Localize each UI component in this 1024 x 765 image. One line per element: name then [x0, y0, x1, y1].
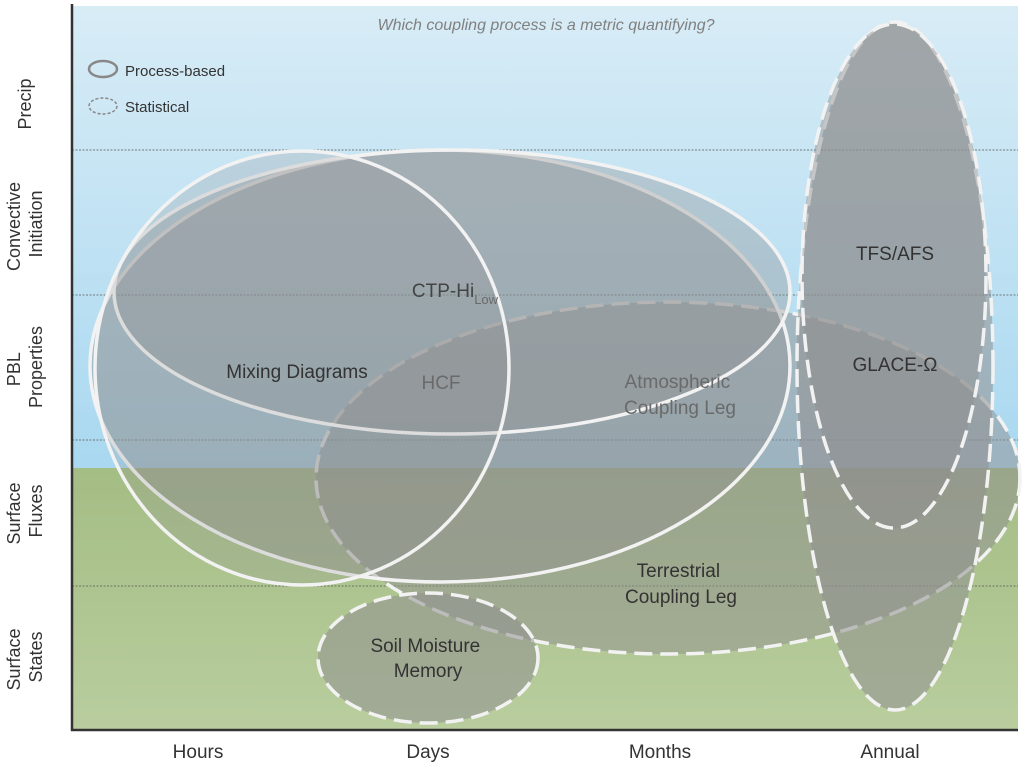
y-label-states-line2: States — [26, 631, 46, 682]
y-label-states-line1: Surface — [4, 628, 24, 690]
y-label-precip-line1: Precip — [15, 78, 35, 129]
y-label-surface-fluxes: Surface Fluxes — [4, 477, 46, 544]
legend-statistical-label: Statistical — [125, 99, 189, 116]
atmospheric-coupling-leg-label: Atmospheric Coupling Leg — [624, 372, 736, 419]
ctp-hilow-region — [112, 148, 792, 436]
soil-moisture-memory-region — [316, 591, 540, 725]
soil-moisture-memory-label: Soil Moisture Memory — [370, 636, 485, 682]
y-label-pbl-line1: PBL — [4, 352, 24, 386]
mixing-diagrams-label: Mixing Diagrams — [226, 362, 367, 383]
glace-omega-label: GLACE-Ω — [853, 355, 938, 376]
ctp-hilow-label: CTP-HiLow — [412, 281, 499, 307]
ctp-hilow-label-subscript: Low — [474, 292, 498, 307]
soil-label-line1: Soil Moisture — [370, 636, 480, 657]
atmospheric-label-line1: Atmospheric — [625, 372, 731, 393]
glace-omega-region — [795, 20, 995, 712]
diagram-title: Which coupling process is a metric quant… — [377, 17, 714, 34]
ctp-hilow-label-base: CTP-Hi — [412, 281, 474, 302]
x-label-annual: Annual — [860, 742, 919, 763]
x-label-days: Days — [406, 742, 449, 763]
metric-regions — [88, 20, 1022, 725]
tfs-afs-region — [800, 22, 988, 530]
x-axis-labels: Hours Days Months Annual — [173, 742, 920, 763]
x-label-hours: Hours — [173, 742, 224, 763]
legend-process-symbol — [87, 59, 119, 79]
legend-statistical-symbol — [88, 97, 118, 115]
y-label-surface-states: Surface States — [4, 623, 46, 690]
hcf-label: HCF — [421, 373, 460, 394]
y-label-convective-initiation: Convective Initiation — [4, 177, 46, 271]
y-label-convective-line1: Convective — [4, 182, 24, 271]
y-label-precip: Precip — [15, 78, 35, 129]
atmospheric-label-line2: Coupling Leg — [624, 398, 736, 419]
terrestrial-label-line2: Coupling Leg — [625, 587, 737, 608]
y-axis-labels: Precip Convective Initiation PBL Propert… — [4, 78, 46, 690]
y-label-convective-line2: Initiation — [26, 190, 46, 257]
legend-process-label: Process-based — [125, 63, 225, 80]
tfs-afs-label: TFS/AFS — [856, 244, 934, 265]
y-label-fluxes-line1: Surface — [4, 482, 24, 544]
x-label-months: Months — [629, 742, 691, 763]
y-label-pbl-line2: Properties — [26, 326, 46, 408]
y-label-fluxes-line2: Fluxes — [26, 484, 46, 537]
mixing-diagrams-region — [93, 149, 511, 587]
terrestrial-label-line1: Terrestrial — [637, 561, 720, 582]
y-label-pbl-properties: PBL Properties — [4, 326, 46, 408]
soil-label-line2: Memory — [394, 661, 463, 682]
terrestrial-coupling-leg-label: Terrestrial Coupling Leg — [625, 561, 737, 608]
legend: Process-based Statistical — [87, 59, 225, 116]
region-labels: CTP-HiLow Mixing Diagrams HCF Atmospheri… — [226, 244, 937, 682]
